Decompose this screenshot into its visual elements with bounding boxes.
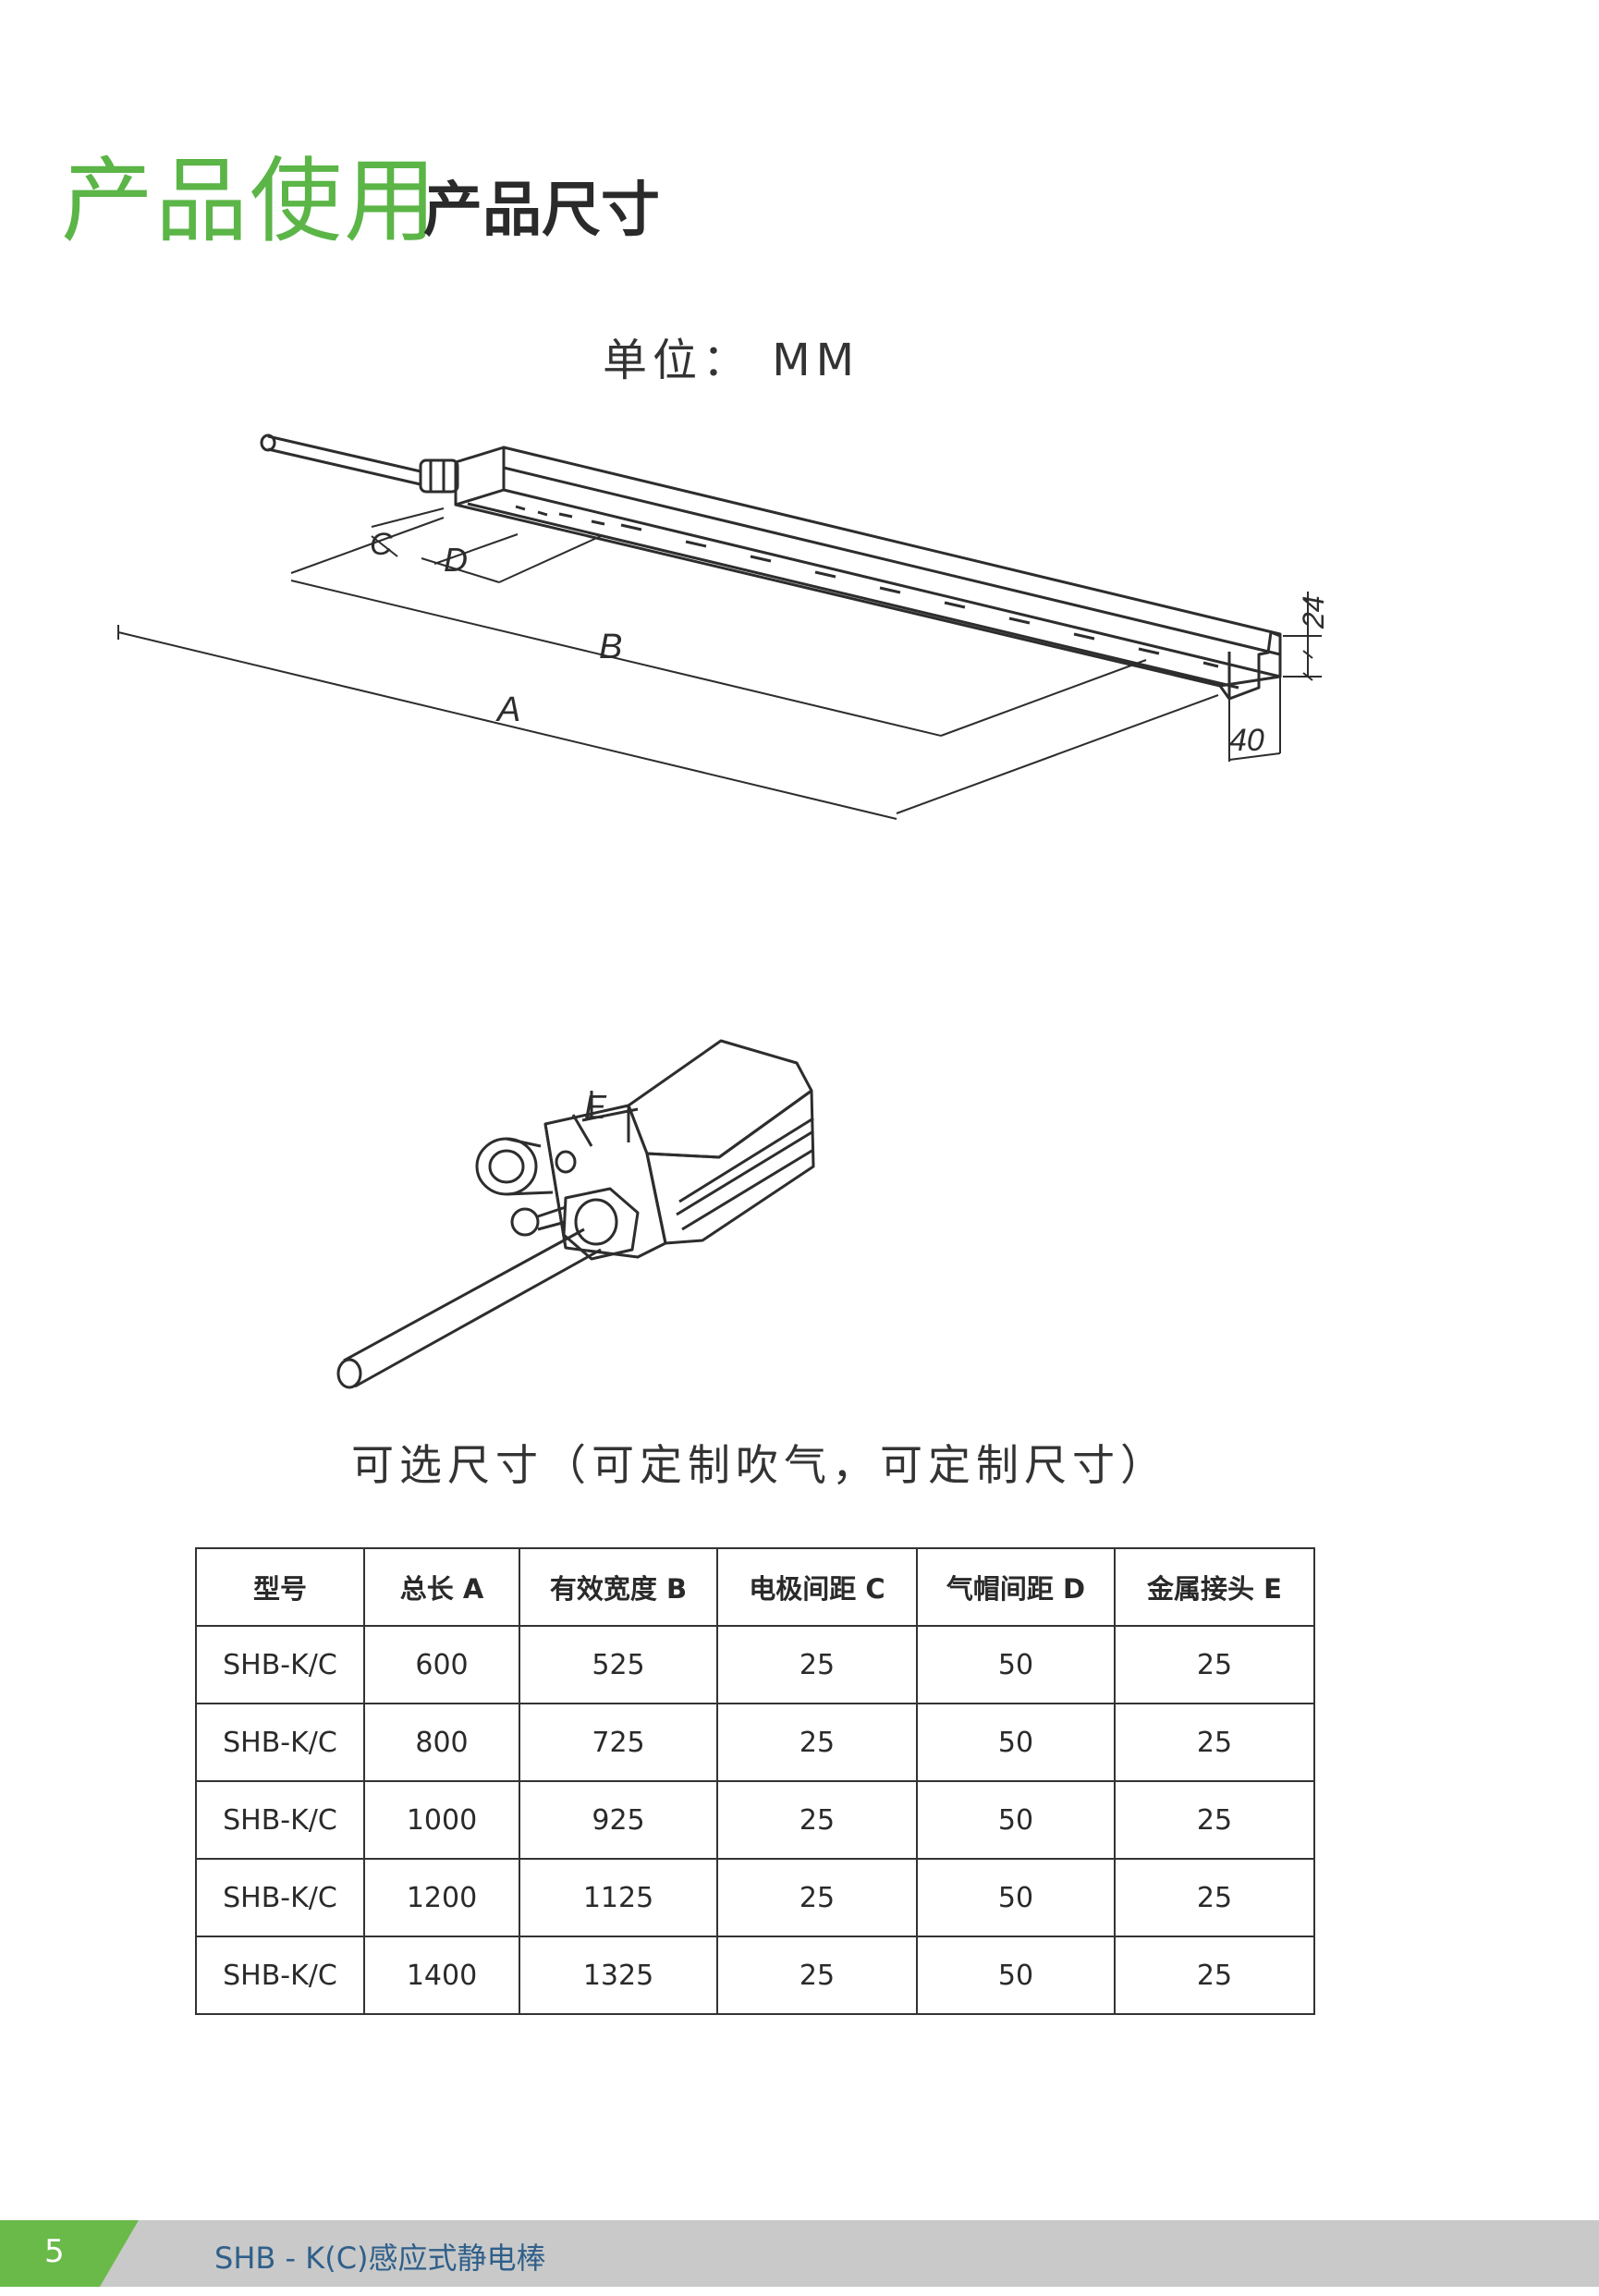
cell-electrode-c: 25 — [716, 1858, 918, 1937]
cell-length-a: 1000 — [363, 1780, 520, 1860]
cell-model: SHB-K/C — [195, 1858, 365, 1937]
fitting-detail-drawing: E — [336, 1039, 815, 1389]
cell-width-b: 525 — [519, 1625, 718, 1704]
page-subtitle: 产品尺寸 — [423, 177, 660, 245]
dim-label-e: E — [584, 1088, 607, 1126]
dim-label-b: B — [599, 628, 622, 666]
col-header-electrode-c: 电极间距 C — [716, 1547, 918, 1627]
cell-electrode-c: 25 — [716, 1936, 918, 2015]
col-header-length-a: 总长 A — [363, 1547, 520, 1627]
cell-electrode-c: 25 — [716, 1703, 918, 1782]
cell-fitting-e: 25 — [1114, 1625, 1315, 1704]
cell-electrode-c: 25 — [716, 1780, 918, 1860]
cell-model: SHB-K/C — [195, 1625, 365, 1704]
cell-length-a: 1200 — [363, 1858, 520, 1937]
col-header-aircap-d: 气帽间距 D — [916, 1547, 1116, 1627]
cell-length-a: 600 — [363, 1625, 520, 1704]
table-row: SHB-K/C 1000 925 25 50 25 — [195, 1780, 1315, 1860]
spec-table: 型号 总长 A 有效宽度 B 电极间距 C 气帽间距 D 金属接头 E SHB-… — [195, 1547, 1315, 2015]
cell-fitting-e: 25 — [1114, 1703, 1315, 1782]
cell-fitting-e: 25 — [1114, 1936, 1315, 2015]
footer-product-name: SHB - K(C)感应式静电棒 — [214, 2241, 546, 2276]
cell-aircap-d: 50 — [916, 1703, 1116, 1782]
cell-fitting-e: 25 — [1114, 1780, 1315, 1860]
dim-label-d: D — [444, 541, 468, 579]
footer-bar — [0, 2220, 1599, 2287]
cell-width-b: 925 — [519, 1780, 718, 1860]
cell-model: SHB-K/C — [195, 1703, 365, 1782]
cell-width-b: 1125 — [519, 1858, 718, 1937]
cell-model: SHB-K/C — [195, 1780, 365, 1860]
optional-size-note: 可选尺寸（可定制吹气，可定制尺寸） — [351, 1440, 1168, 1490]
dim-label-width: 40 — [1229, 723, 1264, 758]
table-row: SHB-K/C 1400 1325 25 50 25 — [195, 1936, 1315, 2015]
table-row: SHB-K/C 600 525 25 50 25 — [195, 1625, 1315, 1704]
cell-fitting-e: 25 — [1114, 1858, 1315, 1937]
cell-model: SHB-K/C — [195, 1936, 365, 2015]
cell-aircap-d: 50 — [916, 1858, 1116, 1937]
cell-electrode-c: 25 — [716, 1625, 918, 1704]
cell-length-a: 800 — [363, 1703, 520, 1782]
dim-label-height: 24 — [1297, 595, 1330, 629]
page-title: 产品使用 — [61, 147, 438, 255]
cell-aircap-d: 50 — [916, 1936, 1116, 2015]
cell-width-b: 725 — [519, 1703, 718, 1782]
unit-label: 单位： MM — [603, 335, 861, 386]
table-row: SHB-K/C 800 725 25 50 25 — [195, 1703, 1315, 1782]
col-header-fitting-e: 金属接头 E — [1114, 1547, 1315, 1627]
bar-dimension-drawing: A B C D 40 24 — [117, 434, 1330, 820]
dim-label-a: A — [495, 690, 520, 729]
table-header-row: 型号 总长 A 有效宽度 B 电极间距 C 气帽间距 D 金属接头 E — [195, 1547, 1315, 1627]
page-number: 5 — [44, 2233, 65, 2270]
cell-length-a: 1400 — [363, 1936, 520, 2015]
table-row: SHB-K/C 1200 1125 25 50 25 — [195, 1858, 1315, 1937]
dim-label-c: C — [370, 527, 393, 562]
col-header-width-b: 有效宽度 B — [519, 1547, 718, 1627]
col-header-model: 型号 — [195, 1547, 365, 1627]
cell-width-b: 1325 — [519, 1936, 718, 2015]
cell-aircap-d: 50 — [916, 1780, 1116, 1860]
cell-aircap-d: 50 — [916, 1625, 1116, 1704]
